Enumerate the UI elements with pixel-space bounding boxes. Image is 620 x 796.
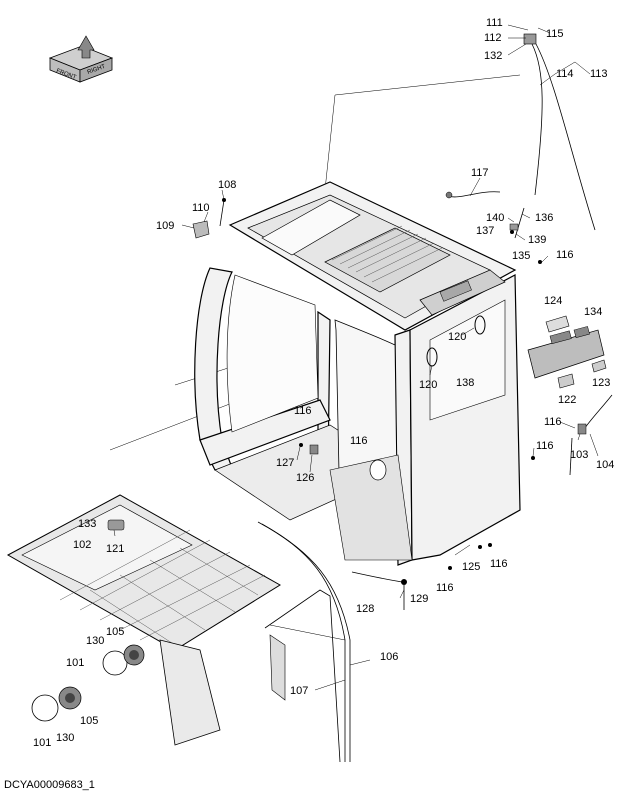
callout-124: 124 (544, 295, 562, 307)
handle-103 (569, 394, 613, 476)
callout-101-b: 101 (33, 737, 51, 749)
callout-135: 135 (512, 250, 530, 262)
callout-128: 128 (356, 603, 374, 615)
callout-126: 126 (296, 472, 314, 484)
callout-107: 107 (290, 685, 308, 697)
callout-116-a: 116 (556, 249, 574, 261)
bolts (299, 260, 542, 570)
callout-127: 127 (276, 457, 294, 469)
headliner (6, 494, 281, 651)
callout-103: 103 (570, 449, 588, 461)
antenna-cable (523, 33, 596, 231)
callout-104: 104 (596, 459, 614, 471)
callout-labels: 111 112 132 115 114 113 108 110 109 117 … (33, 17, 614, 749)
callout-140: 140 (486, 212, 504, 224)
callout-133: 133 (78, 518, 96, 530)
callout-leaders (113, 24, 599, 691)
cab-frame (194, 181, 521, 566)
callout-136: 136 (535, 212, 553, 224)
callout-114: 114 (556, 68, 574, 80)
callout-116-d: 116 (544, 416, 562, 428)
callout-116-f: 116 (490, 558, 508, 570)
callout-116-e: 116 (536, 440, 554, 452)
callout-132: 132 (484, 50, 502, 62)
callout-130-b: 130 (56, 732, 74, 744)
callout-117: 117 (471, 167, 489, 179)
callout-101-a: 101 (66, 657, 84, 669)
studs-136 (509, 207, 525, 239)
callout-112: 112 (484, 32, 502, 44)
callout-134: 134 (584, 306, 602, 318)
left-trim (31, 639, 221, 746)
callout-102: 102 (73, 539, 91, 551)
callout-139: 139 (528, 234, 546, 246)
callout-115: 115 (546, 28, 564, 40)
callout-130-a: 130 (86, 635, 104, 647)
callout-122: 122 (558, 394, 576, 406)
callout-123: 123 (592, 377, 610, 389)
callout-138: 138 (456, 377, 474, 389)
callout-121: 121 (106, 543, 124, 555)
callout-113: 113 (590, 68, 608, 80)
callout-116-b: 116 (294, 405, 312, 417)
callout-111: 111 (486, 17, 503, 29)
orientation-compass-icon: FRONT RIGHT (48, 35, 114, 83)
callout-116-c: 116 (350, 435, 368, 447)
callout-116-g: 116 (436, 582, 454, 594)
callout-105-b: 105 (80, 715, 98, 727)
callout-108: 108 (218, 179, 236, 191)
callout-105-a: 105 (106, 626, 124, 638)
callout-137: 137 (476, 225, 494, 237)
callout-120-a: 120 (448, 331, 466, 343)
callout-110: 110 (192, 202, 210, 214)
callout-109: 109 (156, 220, 174, 232)
bar-128 (351, 571, 407, 610)
callout-106: 106 (380, 651, 398, 663)
weatherstrip (257, 521, 351, 763)
diagram-id-label: DCYA00009683_1 (4, 779, 95, 791)
callout-120-b: 120 (419, 379, 437, 391)
callout-125: 125 (462, 561, 480, 573)
callout-129: 129 (410, 593, 428, 605)
harness-117 (445, 191, 501, 199)
trim-134 (527, 315, 607, 389)
